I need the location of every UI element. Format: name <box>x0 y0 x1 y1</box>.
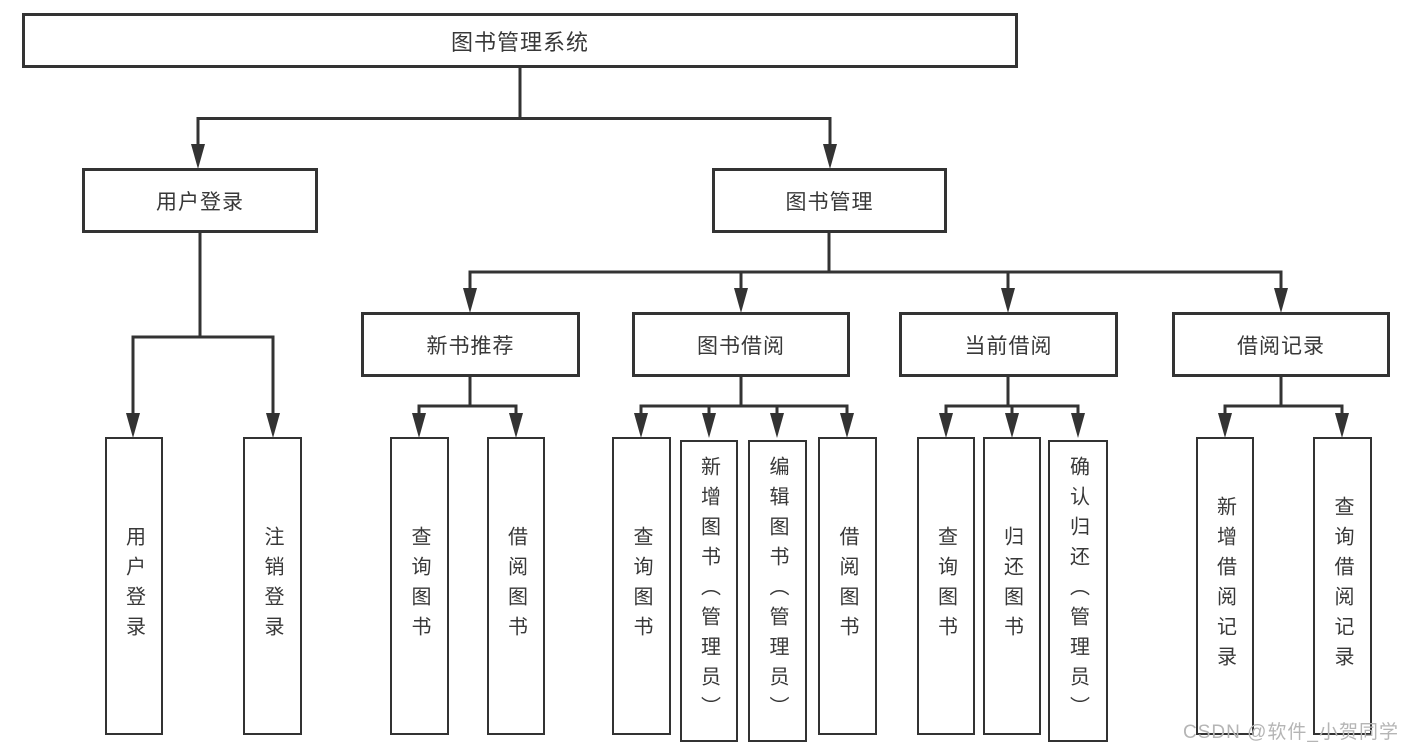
leaf-return-books: 归还图书 <box>983 437 1041 735</box>
arrowhead <box>126 413 140 438</box>
arrowhead <box>1071 413 1085 438</box>
node-book-borrowing: 图书借阅 <box>632 312 850 377</box>
leaf-add-book-admin: 新增图书（管理员） <box>680 440 738 742</box>
arrowhead <box>939 413 953 438</box>
leaf-add-borrow-record: 新增借阅记录 <box>1196 437 1254 735</box>
leaf-query-borrow-record: 查询借阅记录 <box>1313 437 1372 735</box>
arrowhead <box>266 413 280 438</box>
arrowhead <box>634 413 648 438</box>
leaf-edit-book-admin: 编辑图书（管理员） <box>748 440 807 742</box>
arrowhead <box>734 288 748 313</box>
connector-root-to-level2 <box>196 68 832 148</box>
leaf-logout: 注销登录 <box>243 437 302 735</box>
leaf-query-books-borrowing: 查询图书 <box>612 437 671 735</box>
arrowhead <box>1005 413 1019 438</box>
connector-newbook-to-leaves <box>417 377 518 416</box>
arrowhead <box>1218 413 1232 438</box>
node-library-system: 图书管理系统 <box>22 13 1018 68</box>
leaf-query-books-recommend: 查询图书 <box>390 437 449 735</box>
leaf-user-login: 用户登录 <box>105 437 163 735</box>
arrowhead <box>1001 288 1015 313</box>
arrowhead <box>412 413 426 438</box>
connector-current-to-leaves <box>944 377 1080 416</box>
connector-records-to-leaves <box>1223 377 1344 416</box>
leaf-confirm-return-admin: 确认归还（管理员） <box>1048 440 1108 742</box>
node-current-borrowing: 当前借阅 <box>899 312 1118 377</box>
arrowhead <box>191 144 205 169</box>
arrowhead <box>840 413 854 438</box>
node-user-login: 用户登录 <box>82 168 318 233</box>
arrowhead <box>463 288 477 313</box>
leaf-query-books-current: 查询图书 <box>917 437 975 735</box>
connector-bookmgmt-to-level3 <box>468 233 1283 294</box>
node-new-book-recommend: 新书推荐 <box>361 312 580 377</box>
connector-borrowing-to-leaves <box>639 377 849 416</box>
connector-userlogin-to-leaves <box>131 233 275 416</box>
node-borrowing-records: 借阅记录 <box>1172 312 1390 377</box>
leaf-borrow-books-borrowing: 借阅图书 <box>818 437 877 735</box>
arrowhead <box>702 413 716 438</box>
arrowhead <box>1274 288 1288 313</box>
leaf-borrow-books-recommend: 借阅图书 <box>487 437 545 735</box>
arrowhead <box>509 413 523 438</box>
node-book-management: 图书管理 <box>712 168 947 233</box>
arrowhead <box>823 144 837 169</box>
arrowhead <box>770 413 784 438</box>
csdn-watermark: CSDN @软件_小贺同学 <box>1183 722 1399 743</box>
arrowhead <box>1335 413 1349 438</box>
